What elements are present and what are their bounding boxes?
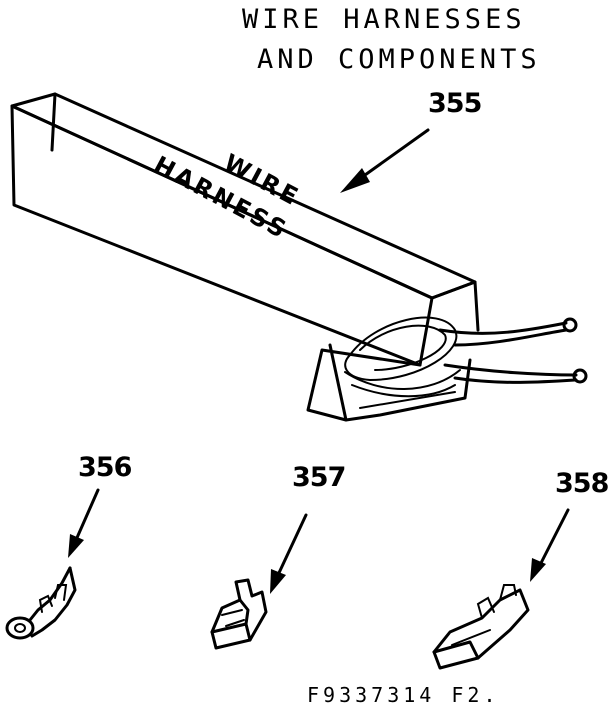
callout-358: 358: [555, 468, 608, 499]
callout-355: 355: [428, 88, 482, 119]
ring-terminal-356: [5, 566, 77, 640]
terminal-358: [432, 584, 530, 670]
figure-id: F9337314 F2.: [307, 683, 500, 707]
title-line-1: WIRE HARNESSES: [242, 4, 526, 35]
leader-arrow-356: [68, 488, 100, 558]
terminal-357: [210, 578, 268, 650]
wire-harness-box: WIRE HARNESS: [10, 92, 588, 422]
callout-356: 356: [78, 452, 132, 483]
callout-357: 357: [292, 462, 346, 493]
title-line-2: AND COMPONENTS: [257, 44, 541, 75]
leader-arrow-358: [530, 508, 570, 582]
leader-arrow-355: [340, 128, 430, 193]
leader-arrow-357: [270, 513, 308, 594]
